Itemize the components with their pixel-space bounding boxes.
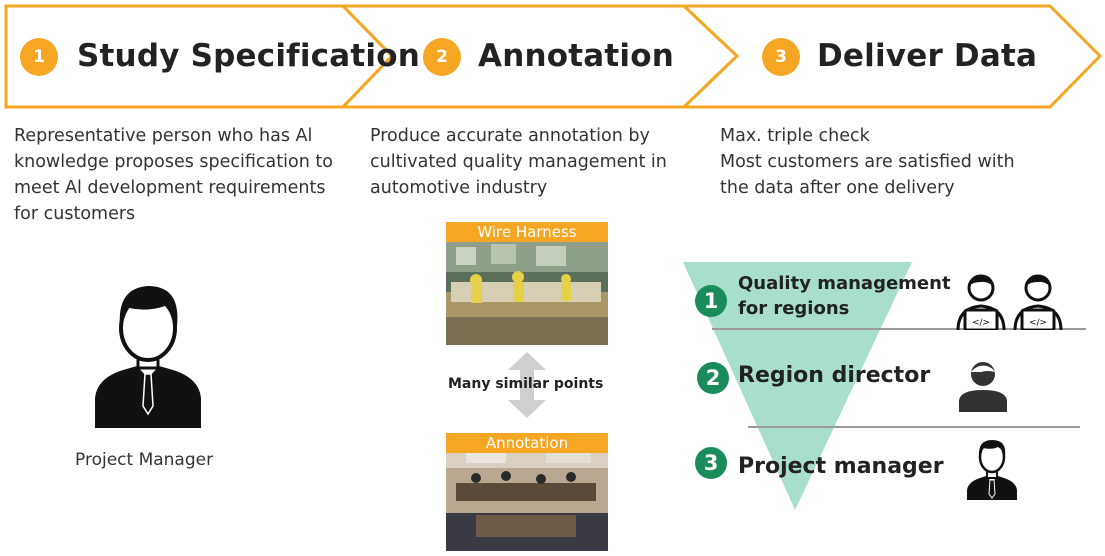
wire-harness-photo: Wire Harness: [446, 222, 608, 345]
level-3-label: Project manager: [738, 454, 944, 479]
similar-points-text: Many similar points: [448, 376, 604, 392]
level-3-number: 3: [695, 447, 727, 479]
divider-line-1: [712, 328, 1086, 330]
step-1-description: Representative person who has Al knowled…: [14, 123, 333, 227]
level-1-label: Quality management for regions: [738, 271, 951, 321]
description-line: Most customers are satisfied with: [720, 152, 1015, 172]
description-line: for customers: [14, 204, 136, 224]
level-2-label: Region director: [738, 363, 931, 388]
level-1-number: 1: [695, 285, 727, 317]
svg-text:</>: </>: [1029, 318, 1047, 328]
factory-scene-image: [446, 222, 608, 345]
description-line: the data after one delivery: [720, 178, 955, 198]
annotation-photo: Annotation: [446, 433, 608, 551]
developer-icon: </>: [956, 274, 1006, 330]
quality-funnel: [683, 262, 912, 510]
step-3-description: Max. triple check Most customers are sat…: [720, 123, 1015, 201]
description-line: Representative person who has Al: [14, 126, 313, 146]
step-2-badge: 2: [423, 38, 461, 76]
step-3-badge: 3: [762, 38, 800, 76]
divider-line-2: [748, 426, 1080, 428]
level-2-number: 2: [697, 362, 729, 394]
svg-text:</>: </>: [972, 318, 990, 328]
project-manager-caption: Project Manager: [75, 450, 214, 470]
description-line: Produce accurate annotation by: [370, 126, 650, 146]
description-line: automotive industry: [370, 178, 548, 198]
level-1-label-line: Quality management: [738, 273, 951, 294]
chevron-deliver-data: [680, 4, 1103, 109]
step-1-badge: 1: [20, 38, 58, 76]
level-1-label-line: for regions: [738, 298, 850, 319]
step-1-title: Study Specification: [77, 38, 420, 74]
step-2-description: Produce accurate annotation by cultivate…: [370, 123, 667, 201]
step-3-title: Deliver Data: [817, 38, 1038, 74]
description-line: knowledge proposes specification to: [14, 152, 333, 172]
step-2-title: Annotation: [478, 38, 674, 74]
annotation-label: Annotation: [446, 433, 608, 453]
wire-harness-label: Wire Harness: [446, 222, 608, 242]
developer-icon: </>: [1013, 274, 1063, 330]
project-manager-icon: [95, 286, 201, 428]
description-line: Max. triple check: [720, 126, 870, 146]
process-chevrons: [4, 4, 1103, 109]
double-arrow-icon: [508, 352, 546, 418]
description-line: meet Al development requirements: [14, 178, 326, 198]
description-line: cultivated quality management in: [370, 152, 667, 172]
person-icon: [959, 362, 1007, 412]
manager-icon: [967, 440, 1017, 500]
